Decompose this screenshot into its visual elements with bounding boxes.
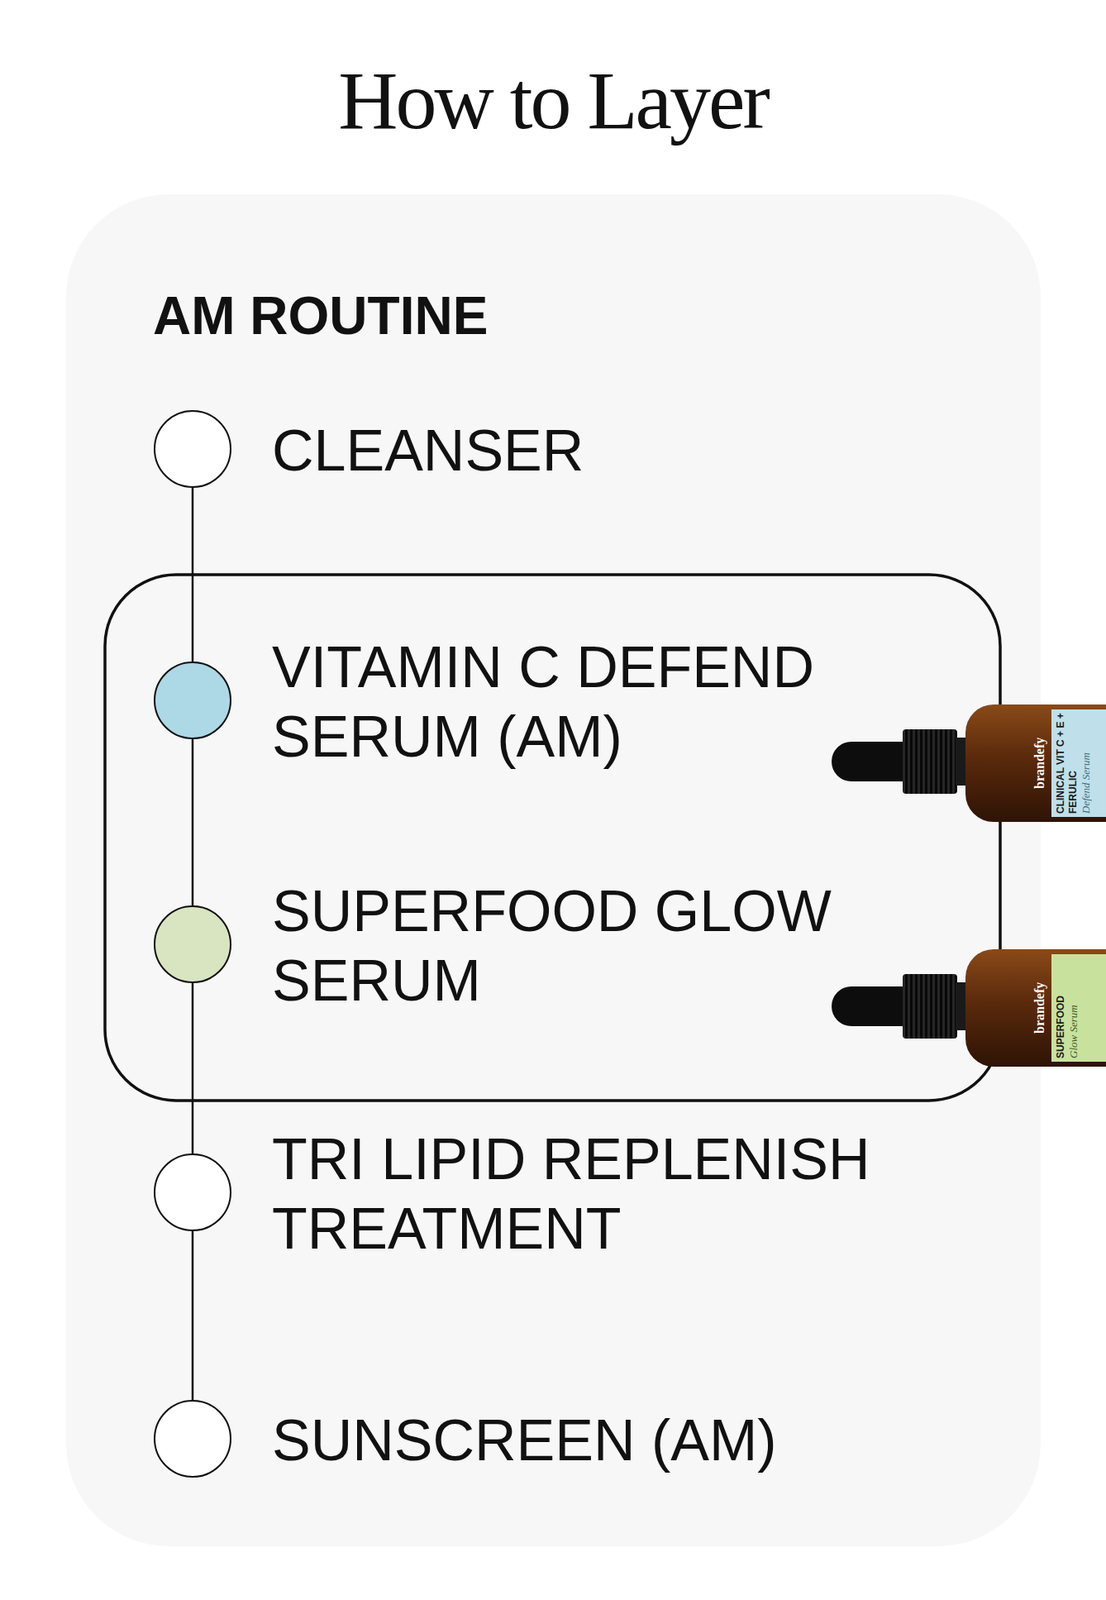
product-name: CLINICAL VIT C + E + FERULIC bbox=[1054, 712, 1080, 814]
step-label-group: SUNSCREEN (AM) bbox=[271, 1405, 934, 1475]
routine-panel: AM ROUTINE CLEANSER VITAMIN C DEFEND SERUM… bbox=[66, 194, 1041, 1546]
step-connector bbox=[191, 738, 195, 906]
step-label-group: TRI LIPID REPLENISH TREATMENT bbox=[271, 1124, 934, 1264]
product-type: Defend Serum bbox=[1079, 712, 1093, 814]
dropper-cap bbox=[902, 973, 958, 1039]
label-text-group: CLINICAL VIT C + E + FERULIC Defend Seru… bbox=[1054, 712, 1106, 814]
serum-bottle: brandefy SUPERFOOD Glow Serum bbox=[831, 948, 1106, 1067]
dropper-cap bbox=[902, 729, 958, 794]
highlight-outline bbox=[104, 574, 1001, 1101]
product-name: SUPERFOOD bbox=[1054, 957, 1068, 1059]
step-circle: SUPERFOOD GLOW SERUM bbox=[153, 905, 232, 983]
label-text-group: SUPERFOOD Glow Serum bbox=[1054, 957, 1106, 1059]
step-label: CLEANSER bbox=[271, 415, 934, 486]
step-connector bbox=[191, 982, 195, 1154]
brand-name: brandefy bbox=[1029, 709, 1050, 817]
section-heading: AM ROUTINE bbox=[152, 289, 897, 343]
product-type: Glow Serum bbox=[1067, 957, 1081, 1059]
product-label: SUPERFOOD Glow Serum bbox=[1051, 953, 1106, 1062]
diagram-title: How to Layer bbox=[0, 59, 1106, 143]
panel-heading-group: AM ROUTINE bbox=[152, 289, 897, 343]
product-label: CLINICAL VIT C + E + FERULIC Defend Seru… bbox=[1051, 709, 1106, 817]
step-circle: SUNSCREEN (AM) bbox=[153, 1399, 232, 1478]
step-connector bbox=[191, 1230, 195, 1400]
step-connector bbox=[191, 487, 195, 662]
step-circle: TRI LIPID REPLENISH TREATMENT bbox=[153, 1153, 232, 1231]
step-circle: VITAMIN C DEFEND SERUM (AM) bbox=[153, 661, 232, 739]
serum-bottle: brandefy CLINICAL VIT C + E + FERULIC De… bbox=[831, 704, 1106, 822]
step-label: TRI LIPID REPLENISH TREATMENT bbox=[271, 1124, 934, 1264]
brand-name: brandefy bbox=[1029, 953, 1050, 1062]
step-label: SUNSCREEN (AM) bbox=[271, 1405, 934, 1475]
dropper-bulb bbox=[831, 741, 908, 782]
step-circle: CLEANSER bbox=[153, 409, 232, 488]
step-label-group: CLEANSER bbox=[271, 415, 934, 486]
dropper-bulb bbox=[831, 986, 908, 1026]
